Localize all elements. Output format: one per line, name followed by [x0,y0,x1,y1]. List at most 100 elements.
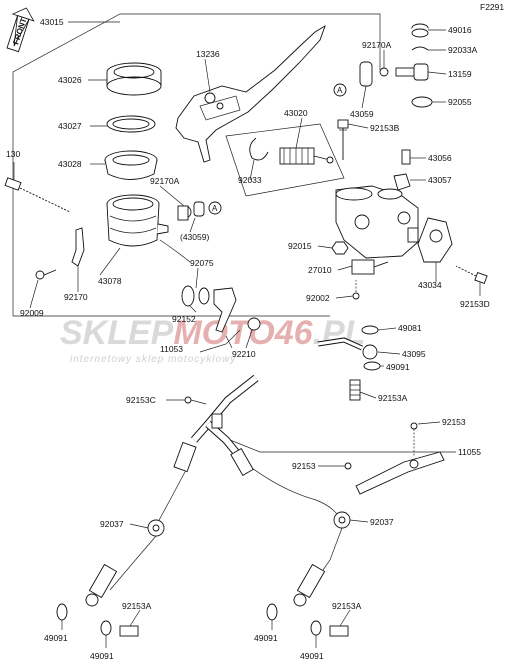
hose-left-fitting [173,441,197,473]
callout-a-left: A [208,201,222,215]
label-130: 130 [6,149,20,159]
label-43059-ref: (43059) [180,232,209,242]
label-13159: 13159 [448,69,472,79]
screw-92009 [35,269,57,280]
label-49091-left-2: 49091 [90,651,114,661]
label-27010: 27010 [308,265,332,275]
label-43020: 43020 [284,108,308,118]
bolt-92153A-left [119,625,139,637]
clamp-92037-right [333,511,351,529]
part-labels: 43015 13236 43026 43027 43028 130 92170A… [6,17,490,661]
label-92055: 92055 [448,97,472,107]
label-43078: 43078 [98,276,122,286]
front-arrow-badge: FRONT [6,7,35,53]
screw-92153-mid [344,462,352,470]
label-92153C: 92153C [126,395,156,405]
callout-a-right: A [333,83,347,97]
label-92153A-right: 92153A [332,601,362,611]
bolt-92153A-right [329,625,349,637]
clip-92170A-right [379,67,389,77]
svg-text:SKLEPMOTO46.PL: SKLEPMOTO46.PL [60,314,365,352]
label-43059: 43059 [350,109,374,119]
label-92037-left: 92037 [100,519,124,529]
oring-92055 [411,96,433,108]
label-92033: 92033 [238,175,262,185]
callout-a-right-label: A [337,86,343,95]
nut-92015 [331,241,349,255]
screw-92002 [352,280,360,300]
bolt-92153A-top [349,379,361,401]
label-92170A-right: 92170A [362,40,392,50]
label-43027: 43027 [58,121,82,131]
cap-49016 [411,23,429,38]
label-92170A: 92170A [150,176,180,186]
clamp-92170A [177,201,205,221]
hose-small [159,239,191,263]
diagram-code: F2291 [480,2,504,12]
reservoir-body-43078 [106,194,169,247]
label-43028: 43028 [58,159,82,169]
grommet-92210 [247,317,261,331]
plate-11055 [355,451,445,495]
hose-right-end [293,563,326,607]
screw-92153-plate [410,422,418,456]
clip-92033A [411,46,429,51]
washer-49091-top [363,361,381,371]
label-92152: 92152 [172,314,196,324]
label-13236: 13236 [196,49,220,59]
switch-27010 [351,259,389,275]
leader-lines [13,21,481,648]
diaphragm-43028 [104,150,158,180]
label-43095: 43095 [402,349,426,359]
master-cylinder-body [335,185,419,259]
label-92153-plate: 92153 [442,417,466,427]
hose-left-lower [109,535,157,591]
screw-92153C [184,396,207,405]
clamp-92037-left [147,519,165,537]
group-boundary-43020 [225,123,345,197]
label-92075: 92075 [190,258,214,268]
wire-11053 [199,329,241,353]
hose-left-end [85,563,118,607]
watermark-brand-b: MOTO46 [173,314,313,352]
clamp-43034 [417,217,453,263]
bleeder-43056 [401,149,411,165]
label-92153A-top: 92153A [378,393,408,403]
label-11055: 11055 [458,447,481,457]
watermark-tagline: internetowy sklep motocyklowy [70,354,236,365]
bolt-92153B [337,119,349,160]
label-49091-right-1: 49091 [254,633,278,643]
label-43026: 43026 [58,75,82,85]
label-49091-right-2: 49091 [300,651,324,661]
label-92015: 92015 [288,241,312,251]
label-92210: 92210 [232,349,256,359]
hose-43059 [359,61,373,87]
bolt-130 [4,177,71,213]
label-11053: 11053 [160,344,183,354]
label-92153B: 92153B [370,123,400,133]
bracket-92075 [213,287,237,333]
lever-13236 [175,24,326,163]
group-boundary-43015 [12,13,381,317]
diaphragm-plate-43027 [106,115,156,133]
hose-right-fitting [230,447,254,477]
fitting-13159 [395,63,429,81]
label-49081: 49081 [398,323,422,333]
reservoir-cap-43026 [106,62,162,96]
label-92033A: 92033A [448,45,478,55]
cap-43057 [393,173,411,191]
label-49091-top: 49091 [386,362,410,372]
label-92170: 92170 [64,292,88,302]
bolt-92153D [455,265,488,285]
callout-a-left-label: A [212,204,218,213]
label-92037-right: 92037 [370,517,394,527]
piston-assembly [279,147,334,165]
label-92153A-left: 92153A [122,601,152,611]
label-92009: 92009 [20,308,44,318]
watermark: SKLEPMOTO46.PL internetowy sklep motocyk… [60,314,365,365]
label-43034: 43034 [418,280,442,290]
label-92153-mid: 92153 [292,461,316,471]
label-43015: 43015 [40,17,64,27]
watermark-brand-a: SKLEP [60,314,174,352]
